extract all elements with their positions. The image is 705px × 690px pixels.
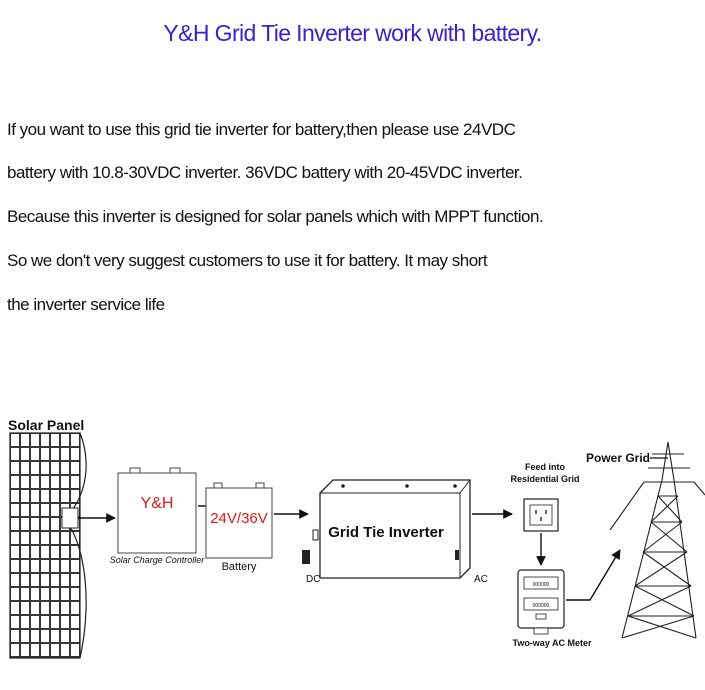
inverter-label: Grid Tie Inverter [328,524,444,541]
controller-label: Solar Charge Controller [110,555,206,565]
solar-panel [9,432,87,659]
ac-label: AC [474,574,488,585]
controller-brand: Y&H [141,495,174,512]
feed-label-2: Residential Grid [510,474,579,484]
battery: 24V/36V Battery [205,482,273,573]
solar-panel-label: Solar Panel [8,417,84,433]
meter-digits: 000000 [533,582,550,588]
transmission-tower-icon [609,441,705,639]
ac-meter: 000000 000000 [517,569,565,635]
paragraph-line: battery with 10.8-30VDC inverter. 36VDC … [7,163,523,182]
system-diagram: Solar Panel Y&H Solar Charge Controller … [8,417,705,659]
paragraph-line: Because this inverter is designed for so… [7,207,544,226]
dc-label: DC [306,574,320,585]
power-grid-label: Power Grid [586,451,650,465]
battery-label: Battery [222,561,257,573]
paragraph-line: the inverter service life [7,295,165,314]
meter-label: Two-way AC Meter [512,638,592,648]
page-title: Y&H Grid Tie Inverter work with battery. [163,20,542,46]
feed-label-1: Feed into [525,462,566,472]
solar-charge-controller: Y&H Solar Charge Controller [110,467,206,565]
grid-tie-inverter: Grid Tie Inverter DC AC [302,479,488,585]
outlet-icon [523,498,559,532]
paragraph-line: If you want to use this grid tie inverte… [7,120,516,139]
battery-voltage: 24V/36V [210,510,268,527]
meter-digits: 000000 [533,603,550,609]
paragraph-line: So we don't very suggest customers to us… [7,251,488,270]
